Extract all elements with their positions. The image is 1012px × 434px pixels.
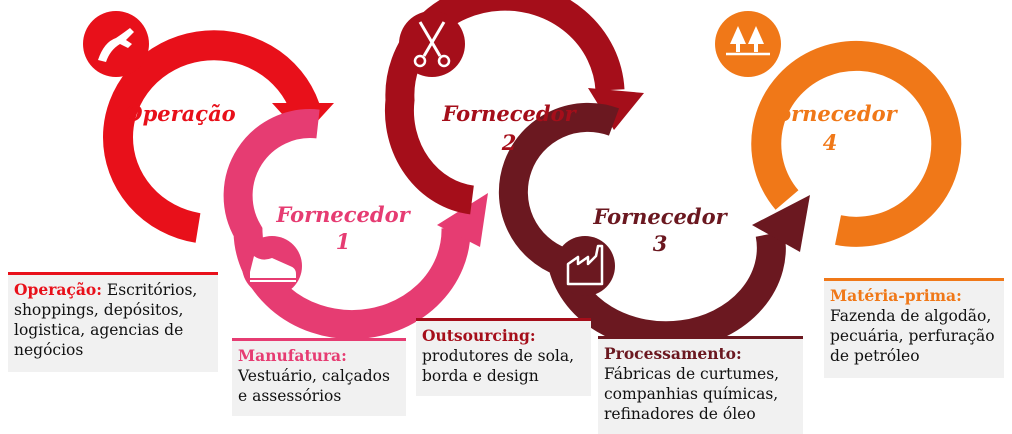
sneaker-icon [242,236,302,296]
operacao-box: Operação: Escritórios, shoppings, depósi… [8,272,218,372]
stage-title-fornecedor3: Fornecedor [592,204,728,229]
puma-logo-icon [83,11,149,77]
operacao-box-heading: Operação: [14,280,102,299]
materia-prima-box: Matéria-prima: Fazenda de algodão, pecuá… [824,278,1004,378]
materia-prima-box-text: Fazenda de algodão, pecuária, perfuração… [830,307,995,365]
stage-title-fornecedor2: Fornecedor [441,101,577,126]
stage-title-fornecedor1: Fornecedor [275,202,411,227]
processamento-box-heading: Processamento: [604,344,742,363]
outsourcing-box-heading: Outsourcing: [422,326,536,345]
manufatura-box-text: Vestuário, calçados e assessórios [238,367,390,405]
stage-number-fornecedor2: 2 [501,130,517,155]
fornecedor3-arrowhead [752,195,810,252]
stage-title-fornecedor4: Fornecedor [762,101,898,126]
outsourcing-box: Outsourcing: produtores de sola, borda e… [416,318,591,396]
stage-number-fornecedor3: 3 [653,231,668,256]
stage-number-fornecedor4: 4 [823,130,838,155]
fornecedor4-ring [751,40,962,247]
fornecedor1-arrowhead [437,193,488,247]
operacao-box-text: Escritórios, shoppings, depósitos, logis… [14,281,198,359]
stage-title-operacao: Operação [124,101,235,126]
processamento-box: Processamento: Fábricas de curtumes, com… [598,336,803,434]
manufatura-box-heading: Manufatura: [238,346,347,365]
materia-prima-box-heading: Matéria-prima: [830,286,962,305]
manufatura-box: Manufatura: Vestuário, calçados e assess… [232,338,406,416]
scissors-icon [399,11,465,77]
outsourcing-box-text: produtores de sola, borda e design [422,347,575,385]
processamento-box-text: Fábricas de curtumes, companhias química… [604,365,780,423]
stage-number-fornecedor1: 1 [336,229,351,254]
trees-icon [715,11,781,77]
factory-icon [555,236,615,296]
